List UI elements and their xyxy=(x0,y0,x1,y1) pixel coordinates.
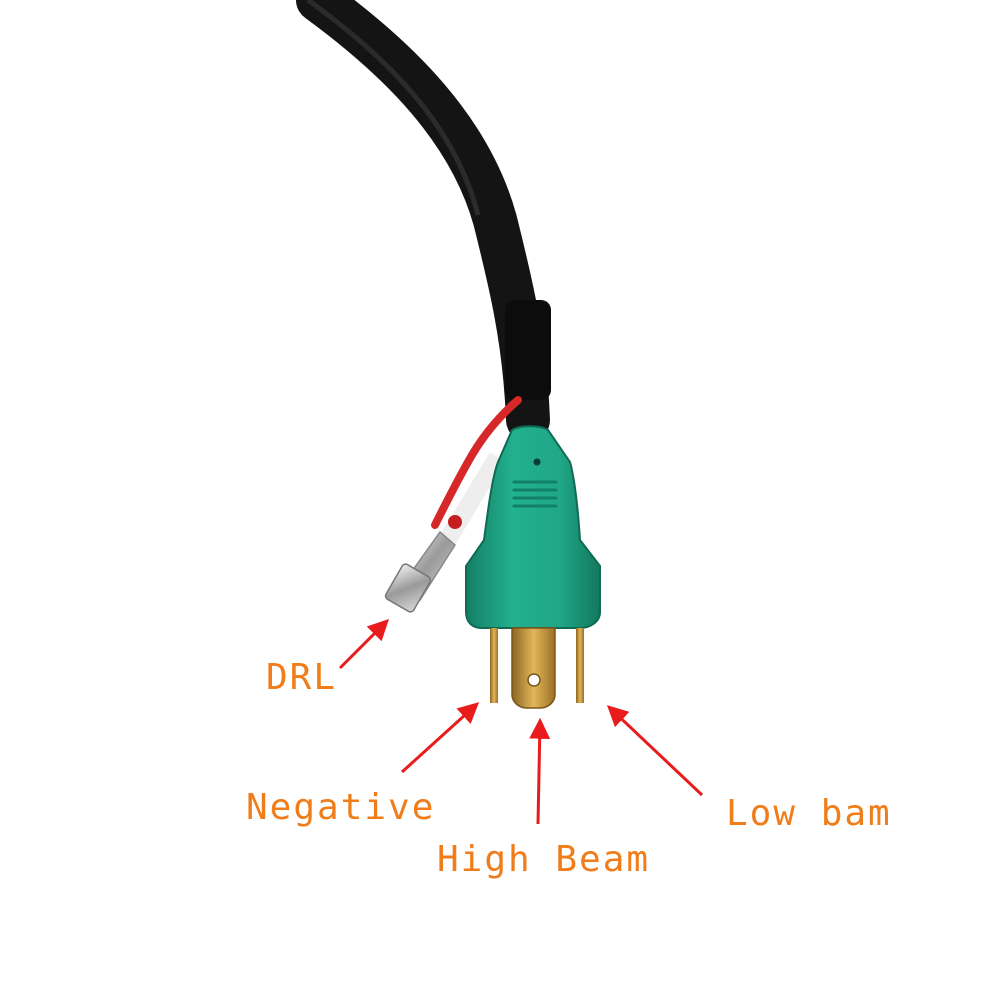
negative-pin xyxy=(490,628,498,703)
heat-shrink-sleeve xyxy=(505,300,551,400)
low-beam-pin xyxy=(576,628,584,703)
drl-terminal xyxy=(384,530,456,613)
label-drl: DRL xyxy=(266,657,338,698)
high-beam-pin xyxy=(511,627,556,709)
connector-body xyxy=(465,425,601,629)
cable xyxy=(296,0,551,442)
arrow-high-beam xyxy=(529,717,551,825)
drl-wire xyxy=(431,396,522,545)
arrow-low-beam xyxy=(606,705,704,797)
grip-ridges xyxy=(512,480,558,508)
connector-pins xyxy=(490,627,584,709)
label-high-beam: High Beam xyxy=(437,839,651,880)
arrow-drl xyxy=(338,619,389,670)
arrow-negative xyxy=(400,702,480,774)
label-low-beam: Low bam xyxy=(726,793,892,834)
label-negative: Negative xyxy=(246,787,436,828)
